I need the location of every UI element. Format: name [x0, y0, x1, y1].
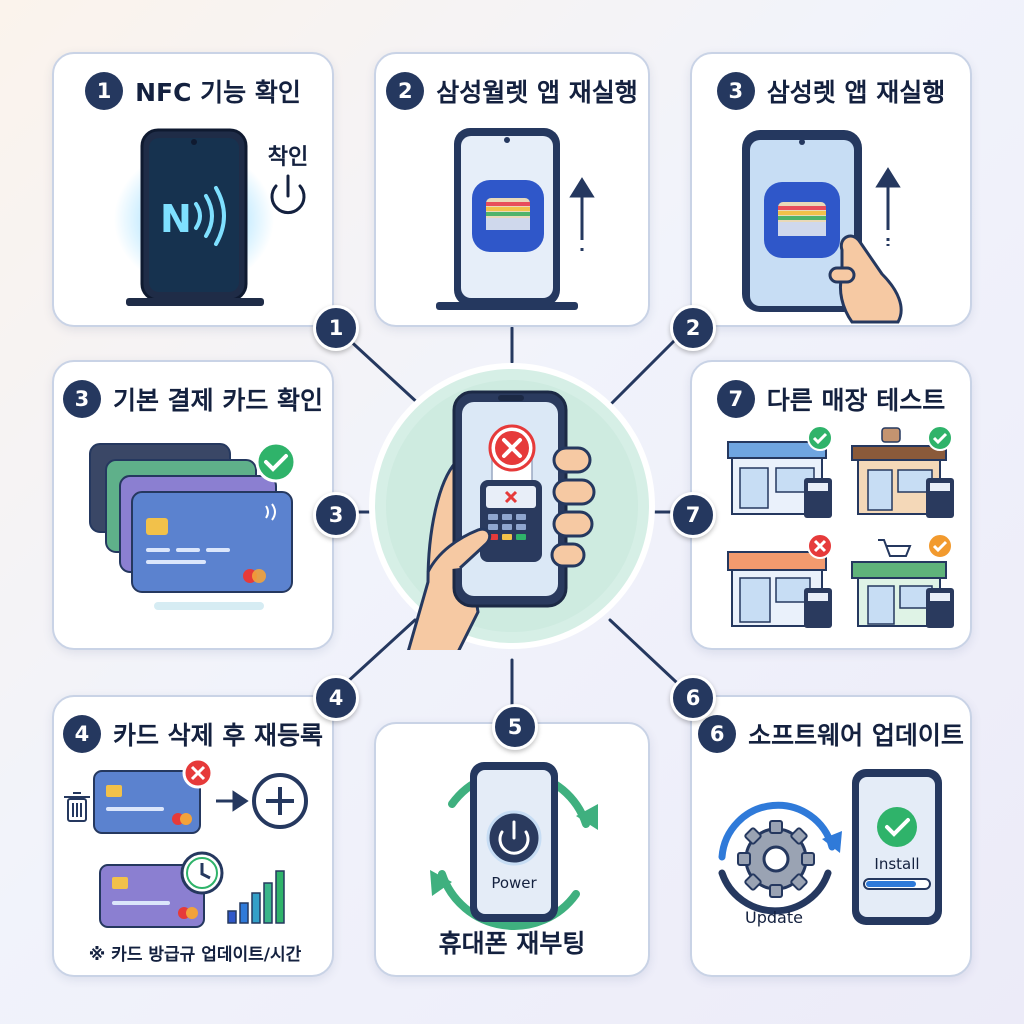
panel-software-update: 6 소프트웨어 업데이트 Update	[690, 695, 972, 977]
x-circle-icon	[488, 424, 536, 472]
panel-nfc-check: 1 NFC 기능 확인 N 착인	[52, 52, 334, 327]
panel-title: NFC 기능 확인	[135, 78, 301, 107]
confirm-label: 착인	[268, 145, 308, 170]
credit-card-icon	[93, 770, 201, 834]
check-circle-icon	[877, 807, 917, 847]
arrow-up-icon	[569, 177, 595, 254]
update-cycle-icon	[718, 801, 836, 915]
reregister-illustration: ※ 카드 방급규 업데이트/시간	[64, 757, 308, 965]
panel-title: 삼성렛 앱 재실행	[766, 78, 946, 107]
panel-title: 다른 매장 테스트	[766, 386, 946, 415]
clock-icon	[180, 851, 224, 895]
step-badge: 6	[698, 715, 737, 753]
step-badge: 2	[386, 72, 425, 110]
store-icon	[727, 425, 833, 518]
arrow-right-icon	[216, 790, 249, 812]
stores-illustration	[727, 425, 954, 628]
connector-node-3: 3	[313, 492, 359, 538]
panel-title: 기본 결제 카드 확인	[112, 386, 324, 415]
plus-circle-icon	[252, 773, 308, 829]
connector-node-7: 7	[670, 492, 716, 538]
credit-card-icon	[131, 491, 293, 593]
trash-icon	[64, 792, 90, 822]
power-icon	[270, 174, 306, 215]
step-badge: 1	[85, 72, 124, 110]
wallet-hand-illustration	[742, 130, 903, 324]
step-badge: 4	[62, 715, 101, 753]
panel-card-reregister: 4 카드 삭제 후 재등록	[52, 695, 334, 977]
payment-terminal-icon	[480, 480, 542, 562]
shop-icon	[727, 533, 833, 628]
nfc-phone-illustration: N 착인	[114, 128, 308, 306]
gear-icon	[737, 820, 815, 898]
step-badge: 3	[716, 72, 755, 110]
step-badge: 7	[716, 380, 755, 418]
wallet-app-icon	[764, 182, 840, 258]
power-button-icon	[486, 810, 542, 866]
cafe-icon	[851, 425, 954, 518]
signal-bars-icon	[227, 870, 285, 924]
panel-title: 삼성월렛 앱 재실행	[436, 78, 638, 107]
wallet-app-icon	[472, 180, 544, 252]
nfc-waves-icon	[194, 186, 226, 246]
wallet-phone-illustration	[436, 128, 595, 310]
step-badge: 3	[62, 380, 101, 418]
note-text: ※ 카드 방급규 업데이트/시간	[89, 945, 302, 965]
connector-node-4: 4	[313, 675, 359, 721]
panel-title: 카드 삭제 후 재등록	[112, 721, 324, 750]
check-circle-icon	[255, 441, 297, 483]
supermarket-icon	[851, 533, 954, 628]
connector-node-6: 6	[670, 675, 716, 721]
connector-node-5: 5	[492, 704, 538, 750]
panel-store-test: 7 다른 매장 테스트	[690, 360, 972, 650]
panel-reboot: 휴대폰 재부팅 Power	[374, 722, 650, 977]
update-illustration: Update Install	[718, 769, 942, 927]
connector-node-2: 2	[670, 305, 716, 351]
panel-title: 휴대폰 재부팅	[438, 929, 586, 958]
arrow-up-icon	[875, 167, 901, 246]
credit-card-icon	[99, 864, 205, 928]
panel-wallet-relaunch: 3 삼성렛 앱 재실행	[690, 52, 972, 327]
center-illustration	[368, 362, 656, 654]
x-circle-icon	[182, 757, 214, 789]
panel-default-card: 3 기본 결제 카드 확인	[52, 360, 334, 650]
panel-wallet-restart: 2 삼성월렛 앱 재실행	[374, 52, 650, 327]
install-progress-bar	[863, 878, 931, 890]
hand-icon	[828, 234, 903, 324]
install-label: Install	[874, 855, 919, 873]
update-label: Update	[745, 908, 803, 927]
cards-stack-illustration	[89, 441, 297, 610]
nfc-letter: N	[160, 197, 192, 241]
reboot-illustration: Power	[430, 762, 598, 930]
connector-node-1: 1	[313, 305, 359, 351]
power-label: Power	[491, 874, 537, 892]
panel-title: 소프트웨어 업데이트	[748, 721, 964, 750]
